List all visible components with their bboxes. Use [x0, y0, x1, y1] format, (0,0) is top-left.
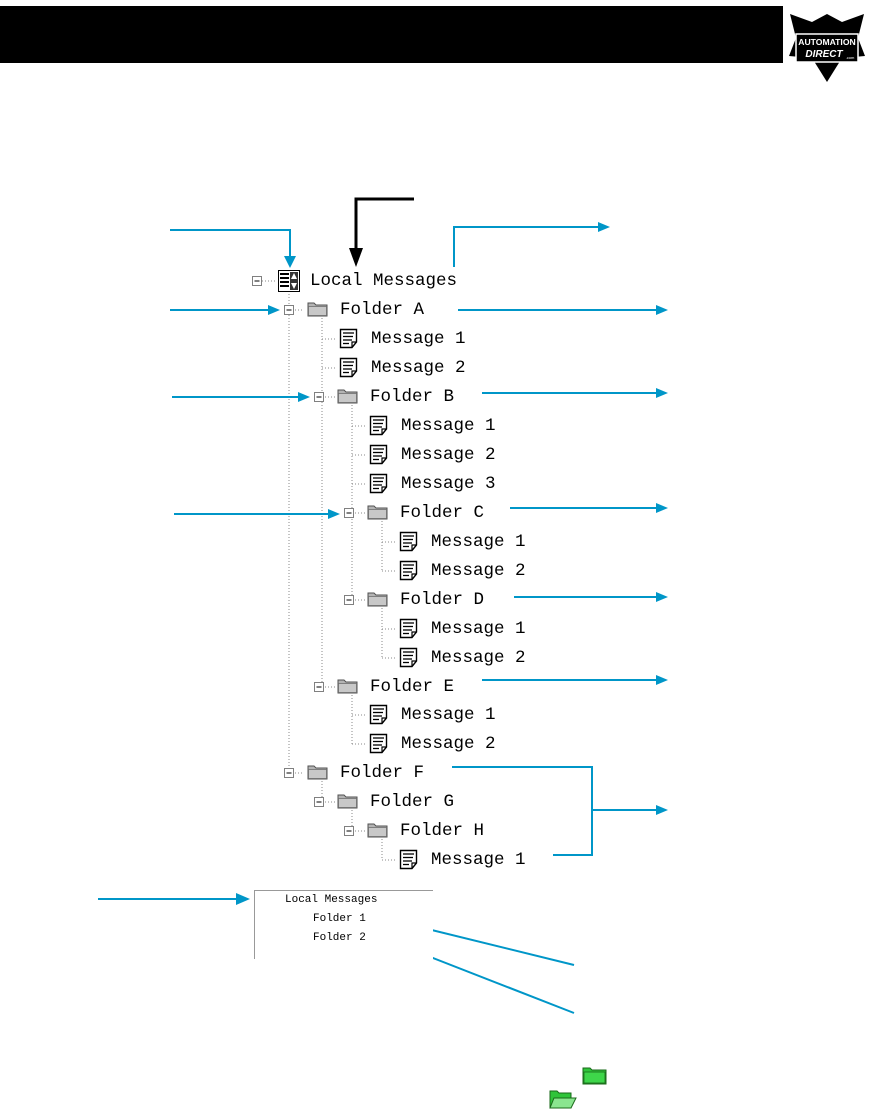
green-folder-icon	[582, 1067, 607, 1085]
tree-message-label[interactable]: Message 2	[371, 358, 466, 378]
folder-c-icon	[367, 505, 388, 520]
folder-b-icon	[337, 389, 358, 404]
message-icon	[369, 444, 388, 465]
tree-message-label[interactable]: Message 3	[401, 474, 496, 494]
logo-suffix: .com	[846, 55, 855, 60]
folder-a-collapse-icon[interactable]	[284, 305, 294, 315]
message-icon	[399, 647, 418, 668]
tree-message-label[interactable]: Message 1	[431, 619, 526, 639]
tree-root-label[interactable]: Local Messages	[310, 271, 458, 291]
message-icon	[369, 733, 388, 754]
tree-folder-c-label[interactable]: Folder C	[400, 503, 485, 523]
message-icon	[369, 473, 388, 494]
folder-d-collapse-icon[interactable]	[344, 595, 354, 605]
message-icon	[339, 357, 358, 378]
tree-message-label[interactable]: Message 2	[431, 561, 526, 581]
header-bar	[0, 6, 783, 63]
message-icon	[369, 704, 388, 725]
tree-message-label[interactable]: Message 1	[401, 416, 496, 436]
logo-line1: AUTOMATION	[798, 37, 855, 47]
folder-e-collapse-icon[interactable]	[314, 682, 324, 692]
tree-folder-a-label[interactable]: Folder A	[340, 300, 425, 320]
mini-tree-panel	[254, 890, 433, 959]
folder-d-icon	[367, 592, 388, 607]
folder-e-icon	[337, 679, 358, 694]
tree-message-label[interactable]: Message 1	[431, 532, 526, 552]
green-open-folder-icon	[549, 1090, 577, 1109]
tree-folder-b-label[interactable]: Folder B	[370, 387, 455, 407]
message-icon	[339, 328, 358, 349]
tree-folder-e-label[interactable]: Folder E	[370, 677, 455, 697]
folder-a-icon	[307, 302, 328, 317]
tree-folder-f-label[interactable]: Folder F	[340, 763, 425, 783]
tree-message-label[interactable]: Message 2	[401, 734, 496, 754]
black-callout-arrow	[349, 197, 414, 267]
message-icon	[399, 849, 418, 870]
folder-h-collapse-icon[interactable]	[344, 826, 354, 836]
folder-c-collapse-icon[interactable]	[344, 508, 354, 518]
message-icon	[399, 560, 418, 581]
tree-folder-d-label[interactable]: Folder D	[400, 590, 485, 610]
folder-f-icon	[307, 765, 328, 780]
folder-g-icon	[337, 794, 358, 809]
folder-b-collapse-icon[interactable]	[314, 392, 324, 402]
folder-g-collapse-icon[interactable]	[314, 797, 324, 807]
tree-message-label[interactable]: Message 2	[431, 648, 526, 668]
mini-tree-folder1-label[interactable]: Folder 1	[313, 913, 366, 925]
mini-tree-root-label[interactable]: Local Messages	[285, 894, 378, 906]
message-icon	[369, 415, 388, 436]
message-icon	[399, 618, 418, 639]
tree-message-label[interactable]: Message 1	[371, 329, 466, 349]
local-messages-icon	[278, 270, 300, 292]
tree-folder-g-label[interactable]: Folder G	[370, 792, 455, 812]
logo-line2: DIRECT	[805, 49, 843, 60]
root-collapse-icon[interactable]	[252, 276, 262, 286]
tree-folder-h-label[interactable]: Folder H	[400, 821, 485, 841]
automationdirect-logo: AUTOMATION DIRECT .com	[789, 14, 865, 82]
tree-message-label[interactable]: Message 1	[431, 850, 526, 870]
mini-tree-folder2-label[interactable]: Folder 2	[313, 932, 366, 944]
tree-message-label[interactable]: Message 1	[401, 705, 496, 725]
message-icon	[399, 531, 418, 552]
tree-message-label[interactable]: Message 2	[401, 445, 496, 465]
folder-h-icon	[367, 823, 388, 838]
folder-f-collapse-icon[interactable]	[284, 768, 294, 778]
